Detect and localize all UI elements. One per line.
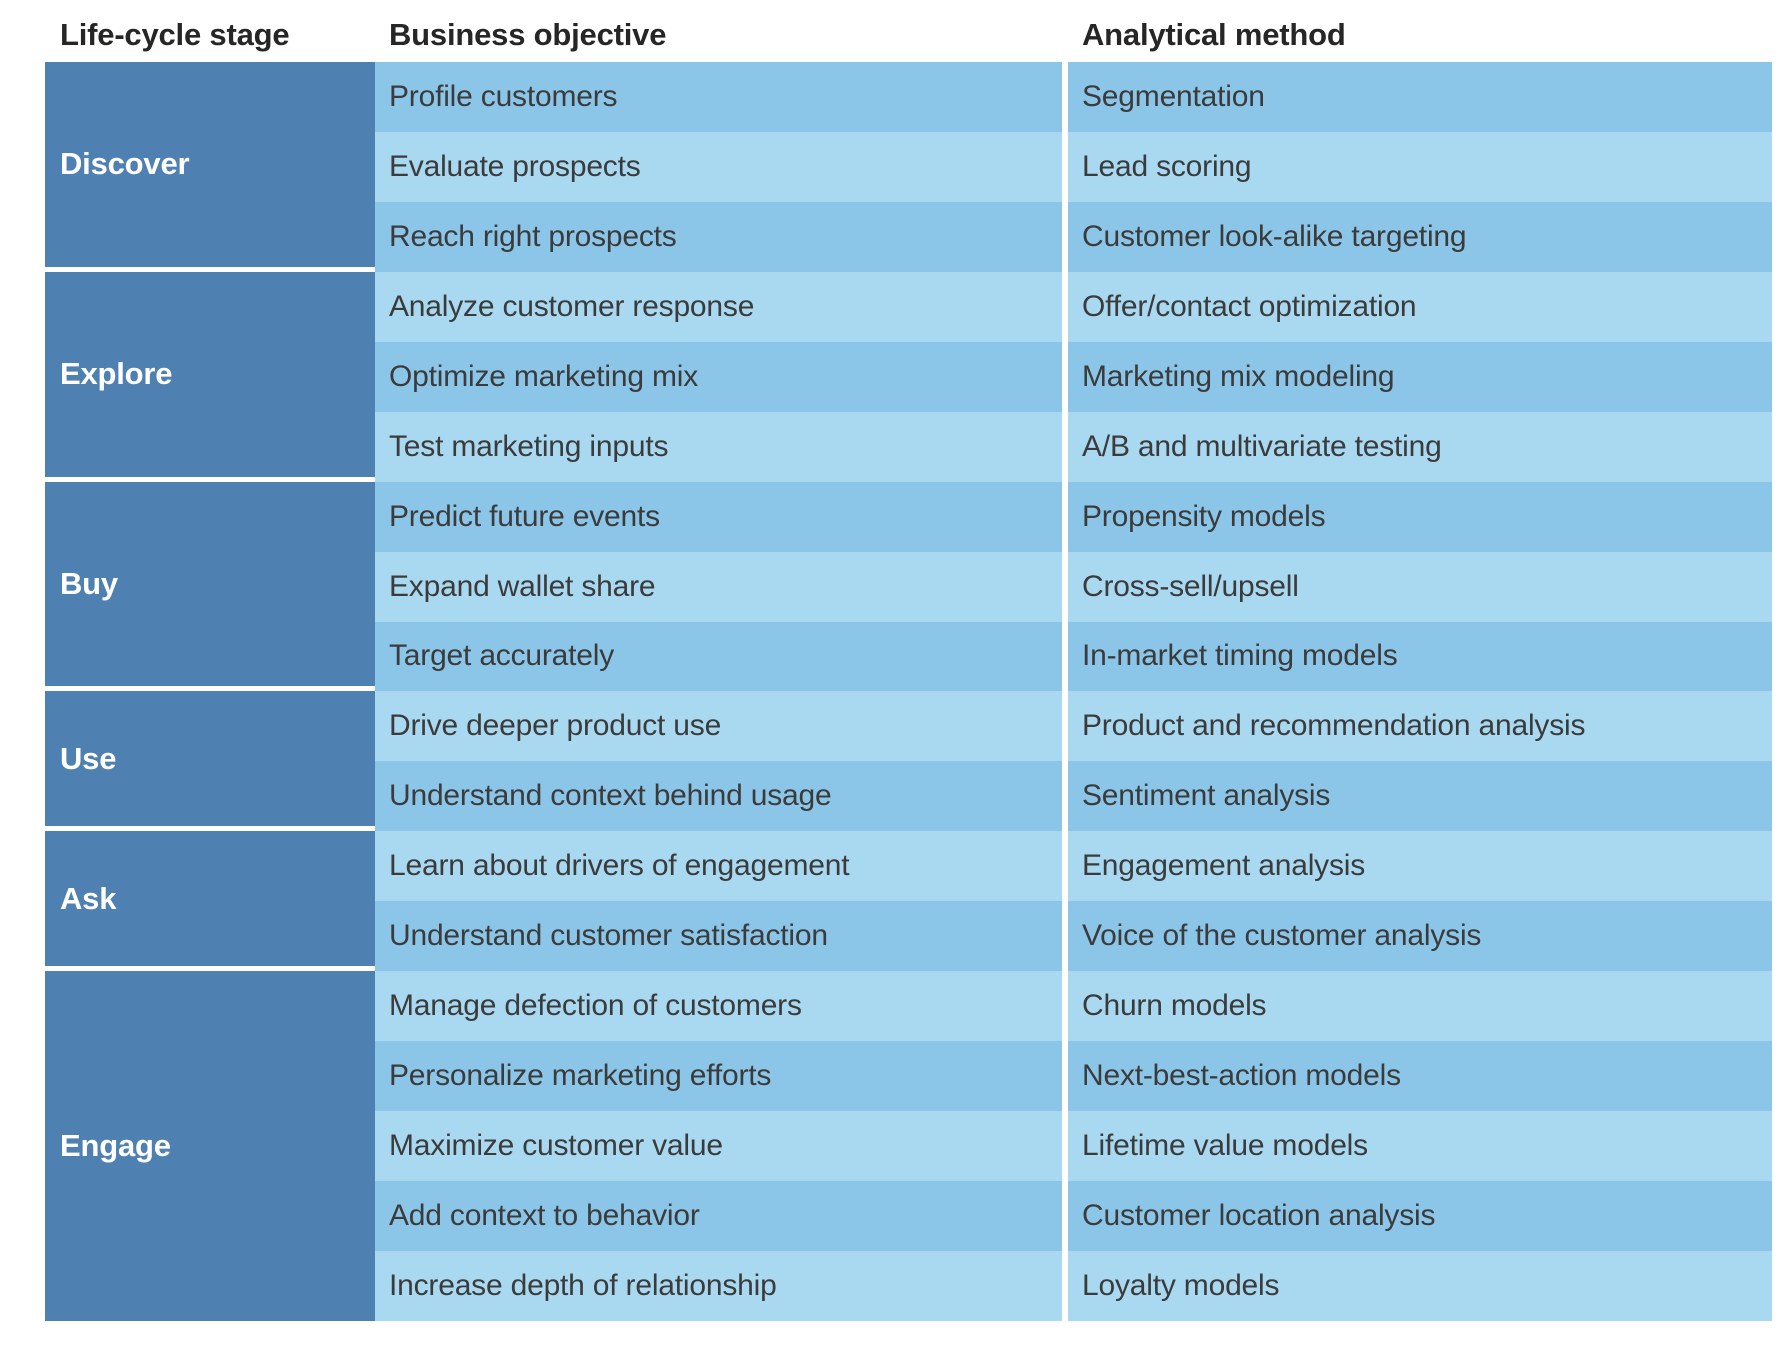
- method-cell: In-market timing models: [1062, 621, 1772, 692]
- column-header-analytical-method: Analytical method: [1082, 17, 1346, 52]
- objective-cell: Expand wallet share: [375, 551, 1062, 622]
- method-cell: Propensity models: [1062, 481, 1772, 552]
- method-cell: Marketing mix modeling: [1062, 341, 1772, 412]
- objective-cell: Increase depth of relationship: [375, 1250, 1062, 1321]
- method-cell: Voice of the customer analysis: [1062, 901, 1772, 972]
- objective-cell: Evaluate prospects: [375, 131, 1062, 202]
- method-cell: Customer look-alike targeting: [1062, 201, 1772, 272]
- column-header-lifecycle-stage: Life-cycle stage: [60, 17, 290, 52]
- method-cell: Next-best-action models: [1062, 1041, 1772, 1112]
- objective-cell: Understand customer satisfaction: [375, 901, 1062, 972]
- objective-cell: Learn about drivers of engagement: [375, 831, 1062, 902]
- method-cell: Cross-sell/upsell: [1062, 551, 1772, 622]
- objective-cell: Target accurately: [375, 621, 1062, 692]
- table-header-row: Life-cycle stage Business objective Anal…: [45, 0, 1772, 62]
- method-cell: Customer location analysis: [1062, 1181, 1772, 1251]
- method-cell: Churn models: [1062, 971, 1772, 1042]
- method-cell: Product and recommendation analysis: [1062, 691, 1772, 762]
- stage-cell-engage: Engage: [45, 971, 375, 1321]
- method-cell: Lead scoring: [1062, 131, 1772, 202]
- stage-cell-explore: Explore: [45, 271, 375, 482]
- objective-cell: Test marketing inputs: [375, 411, 1062, 482]
- column-header-business-objective: Business objective: [389, 17, 667, 52]
- stage-cell-buy: Buy: [45, 481, 375, 692]
- stage-cell-ask: Ask: [45, 831, 375, 972]
- method-cell: Loyalty models: [1062, 1250, 1772, 1321]
- objective-cell: Add context to behavior: [375, 1181, 1062, 1251]
- objective-cell: Analyze customer response: [375, 271, 1062, 342]
- objective-cell: Predict future events: [375, 481, 1062, 552]
- method-cell: Offer/contact optimization: [1062, 271, 1772, 342]
- lifecycle-analytics-table: Discover Explore Buy Use Ask Engage Prof…: [45, 62, 1772, 1321]
- objective-cell: Understand context behind usage: [375, 761, 1062, 832]
- method-cell: Sentiment analysis: [1062, 761, 1772, 832]
- objective-cell: Profile customers: [375, 62, 1062, 132]
- method-cell: Segmentation: [1062, 62, 1772, 132]
- objective-cell: Personalize marketing efforts: [375, 1041, 1062, 1112]
- objective-cell: Maximize customer value: [375, 1111, 1062, 1181]
- method-cell: Engagement analysis: [1062, 831, 1772, 902]
- method-cell: A/B and multivariate testing: [1062, 411, 1772, 482]
- objective-cell: Manage defection of customers: [375, 971, 1062, 1042]
- stage-cell-discover: Discover: [45, 62, 375, 272]
- objective-cell: Reach right prospects: [375, 201, 1062, 272]
- objective-cell: Drive deeper product use: [375, 691, 1062, 762]
- stage-cell-use: Use: [45, 691, 375, 832]
- objective-cell: Optimize marketing mix: [375, 341, 1062, 412]
- method-cell: Lifetime value models: [1062, 1111, 1772, 1181]
